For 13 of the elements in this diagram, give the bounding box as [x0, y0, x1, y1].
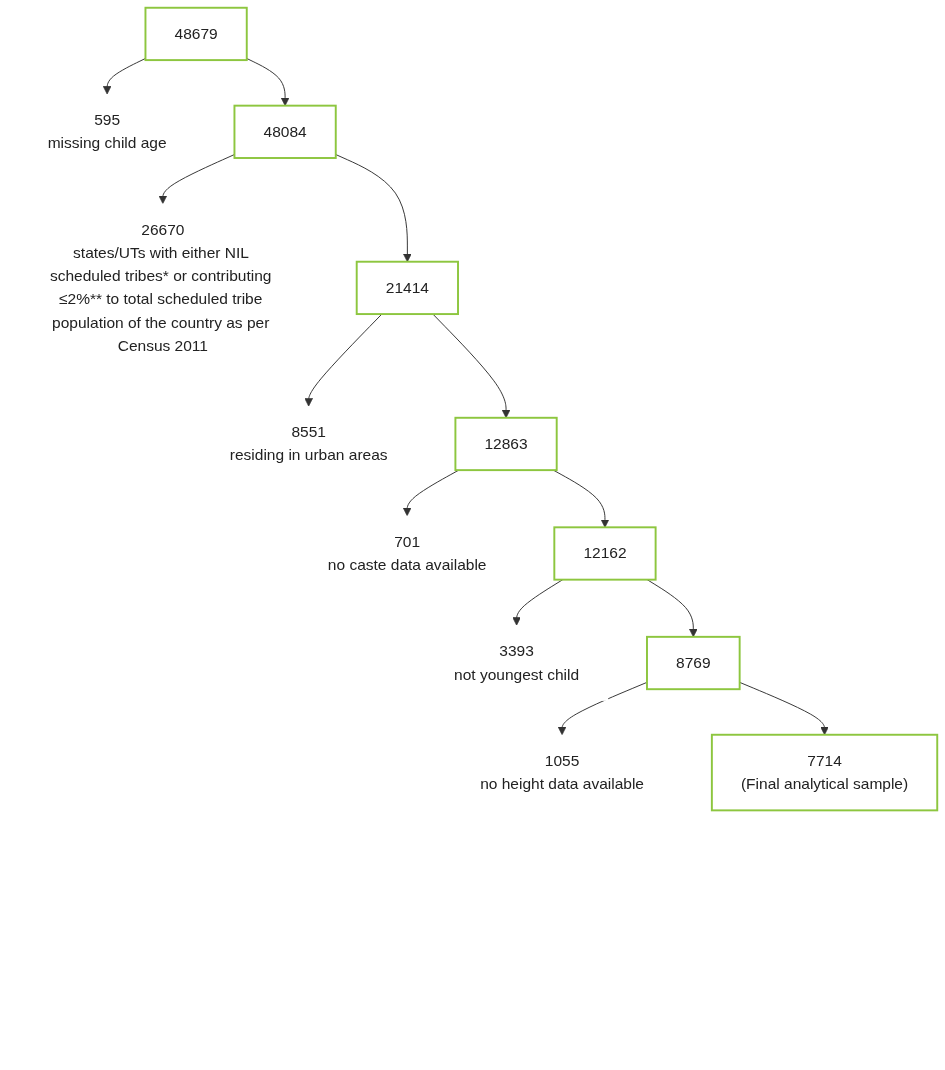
node-box: 8769 [646, 635, 741, 691]
node-box: 12162 [553, 526, 657, 581]
node-box: 48084 [233, 104, 337, 159]
node-text: 701 no caste data available [327, 533, 487, 573]
node-text: 26670 states/UTs with either NIL scheduled tribes* or contributing ≤2%** to total scheduled tribe population of the country as per Census 2011 [49, 221, 272, 354]
node-text: 3393 not youngest child [454, 642, 580, 683]
node-box: 7714 (Final analytical sample) [710, 733, 939, 812]
node-box: 12863 [454, 416, 558, 472]
node-box: 21414 [355, 260, 459, 316]
node-text: 1055 no height data available [480, 752, 645, 792]
node-text: 595 missing child age [47, 111, 167, 152]
node-text: 8551 residing in urban areas [229, 423, 388, 464]
node-box: 48679 [144, 6, 248, 62]
